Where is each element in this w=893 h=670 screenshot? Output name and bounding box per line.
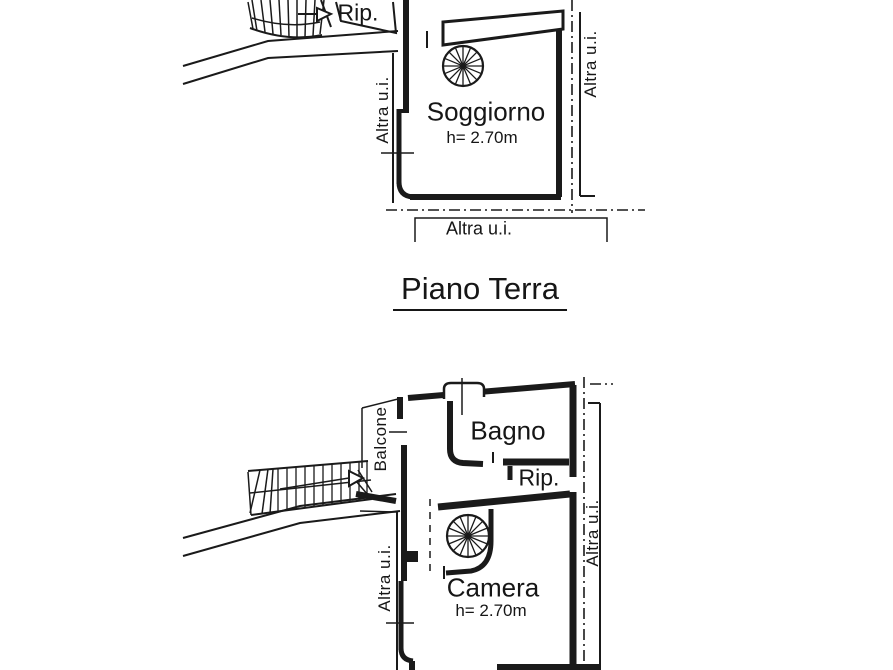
lower-plan-walls xyxy=(182,377,613,670)
lower-room-name: Camera xyxy=(446,572,540,603)
floor-title: Piano Terra xyxy=(393,271,567,311)
lower-balcony-label: Balcone xyxy=(371,406,390,472)
upper-rip-label: Rip. xyxy=(337,0,379,26)
lower-room-height: h= 2.70m xyxy=(455,601,527,620)
lower-stairs xyxy=(247,460,373,516)
upper-room-height: h= 2.70m xyxy=(446,128,518,147)
upper-fan-stairs xyxy=(247,0,325,39)
upper-plan-walls xyxy=(182,0,645,242)
lower-spiral-stair-icon xyxy=(445,513,491,559)
stair-direction-arrow-icon xyxy=(348,469,366,488)
lower-right-boundary-label: Altra u.i. xyxy=(583,499,602,567)
upper-left-boundary-label: Altra u.i. xyxy=(373,76,392,144)
floor-title-text: Piano Terra xyxy=(393,271,567,311)
balcony-outline xyxy=(355,398,407,513)
upper-room-name: Soggiorno xyxy=(426,96,546,127)
upper-right-boundary-label: Altra u.i. xyxy=(581,30,600,98)
upper-bottom-boundary-label: Altra u.i. xyxy=(445,218,513,239)
lower-bathroom-label: Bagno xyxy=(470,415,546,446)
stair-direction-arrow-icon xyxy=(316,6,334,23)
upper-spiral-stair-icon xyxy=(441,44,485,88)
lower-left-boundary-label: Altra u.i. xyxy=(375,544,394,612)
lower-rip-label: Rip. xyxy=(518,464,560,491)
